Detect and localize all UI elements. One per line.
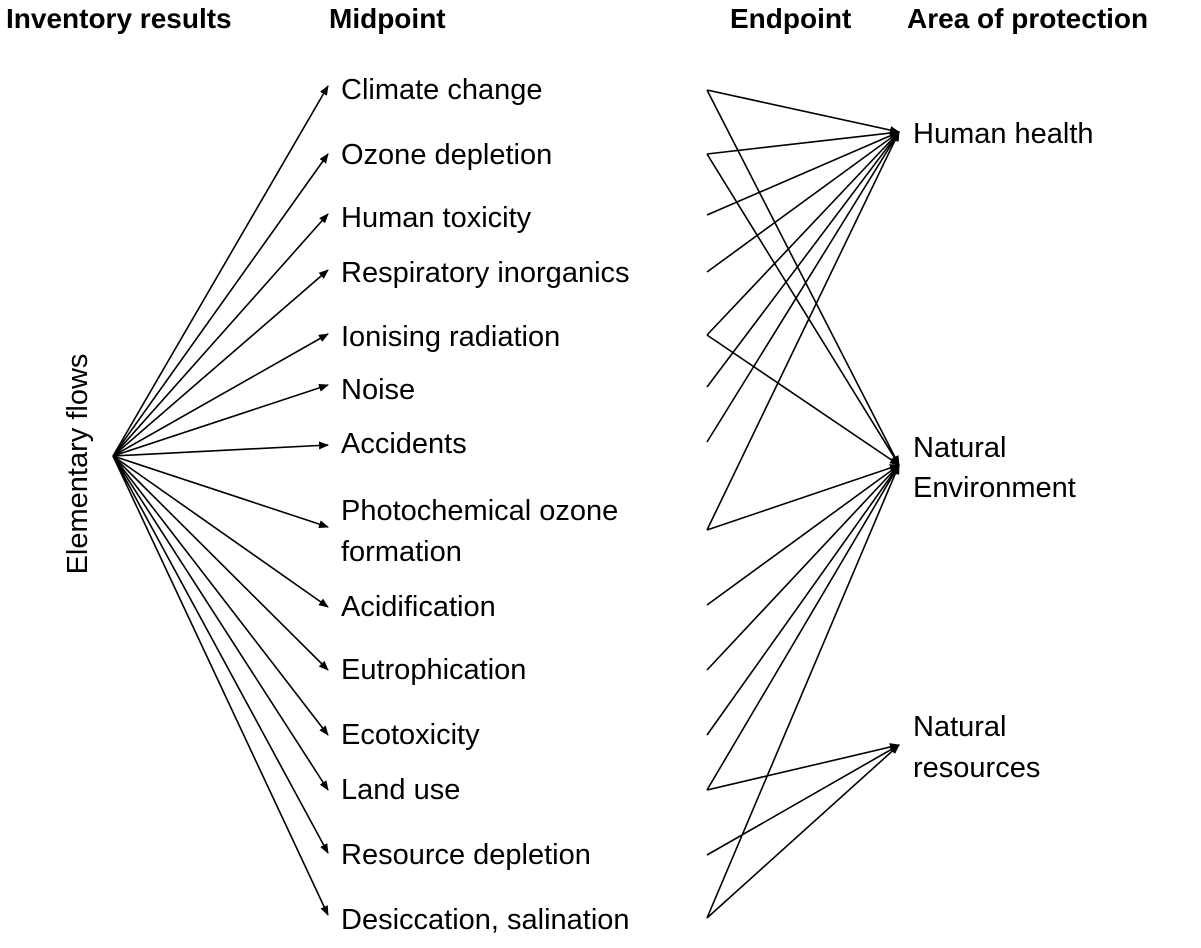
arrow-to-resource-depletion [112,455,329,854]
link-resource-depletion-to-natural-resources [706,744,900,856]
aop-human-health: Human health [913,118,1094,150]
arrow-to-land-use [112,455,329,791]
arrow-to-climate-change [112,85,329,457]
link-respiratory-inorganics-to-human-health [706,131,900,273]
midpoint-resource-depletion: Resource depletion [341,839,591,871]
link-climate-change-to-natural-environment [706,89,900,466]
arrow-to-noise [112,384,329,457]
arrow-to-ionising-radiation [112,333,329,457]
midpoint-respiratory-inorganics: Respiratory inorganics [341,257,630,289]
arrow-to-human-toxicity [112,213,329,457]
elementary-flows-label: Elementary flows [62,353,94,575]
link-ozone-depletion-to-natural-environment [706,153,900,466]
midpoint-ecotoxicity: Ecotoxicity [341,719,480,751]
aop-natural-environment-line2: Environment [913,472,1076,504]
arrow-to-respiratory-inorganics [112,269,329,457]
link-desiccation-salination-to-natural-environment [706,464,900,919]
header-area-of-protection: Area of protection [907,3,1149,34]
header-endpoint: Endpoint [730,3,852,34]
midpoint-ozone-depletion: Ozone depletion [341,139,553,171]
link-ionising-radiation-to-human-health [706,131,900,336]
link-climate-change-to-human-health [706,89,900,134]
link-noise-to-human-health [706,131,900,388]
midpoint-ionising-radiation: Ionising radiation [341,321,561,353]
midpoint-photochemical-ozone-formation-line2: formation [341,536,462,568]
midpoint-acidification: Acidification [341,591,496,623]
link-photochemical-ozone-formation-to-natural-environment [706,464,900,531]
arrow-to-ecotoxicity [112,455,329,736]
link-eutrophication-to-natural-environment [706,464,900,671]
midpoint-eutrophication: Eutrophication [341,654,527,686]
header-inventory-results: Inventory results [6,3,232,34]
arrow-to-photochemical-ozone-formation [112,455,329,528]
link-acidification-to-natural-environment [706,464,900,606]
midpoint-photochemical-ozone-formation-line1: Photochemical ozone [341,495,619,527]
aop-natural-environment-line1: Natural [913,432,1007,464]
arrow-to-accidents [112,441,329,457]
link-land-use-to-natural-resources [706,743,900,791]
link-ozone-depletion-to-human-health [706,129,900,155]
midpoint-climate-change: Climate change [341,74,543,106]
link-land-use-to-natural-environment [706,464,900,791]
header-midpoint: Midpoint [329,3,446,34]
midpoint-land-use: Land use [341,774,461,806]
aop-natural-resources-line2: resources [913,752,1041,784]
link-ionising-radiation-to-natural-environment [706,334,900,466]
aop-natural-resources-line1: Natural [913,711,1007,743]
link-human-toxicity-to-human-health [706,131,900,216]
arrow-to-eutrophication [112,455,329,671]
link-ecotoxicity-to-natural-environment [706,464,900,736]
arrow-to-acidification [112,455,329,608]
midpoint-noise: Noise [341,374,416,406]
link-accidents-to-human-health [706,131,900,443]
arrow-to-desiccation-salination [112,455,329,916]
midpoint-human-toxicity: Human toxicity [341,202,532,234]
link-photochemical-ozone-formation-to-human-health [706,131,900,531]
midpoint-accidents: Accidents [341,428,467,460]
arrow-to-ozone-depletion [112,153,329,457]
midpoint-desiccation-salination: Desiccation, salination [341,904,630,936]
link-desiccation-salination-to-natural-resources [706,744,900,919]
